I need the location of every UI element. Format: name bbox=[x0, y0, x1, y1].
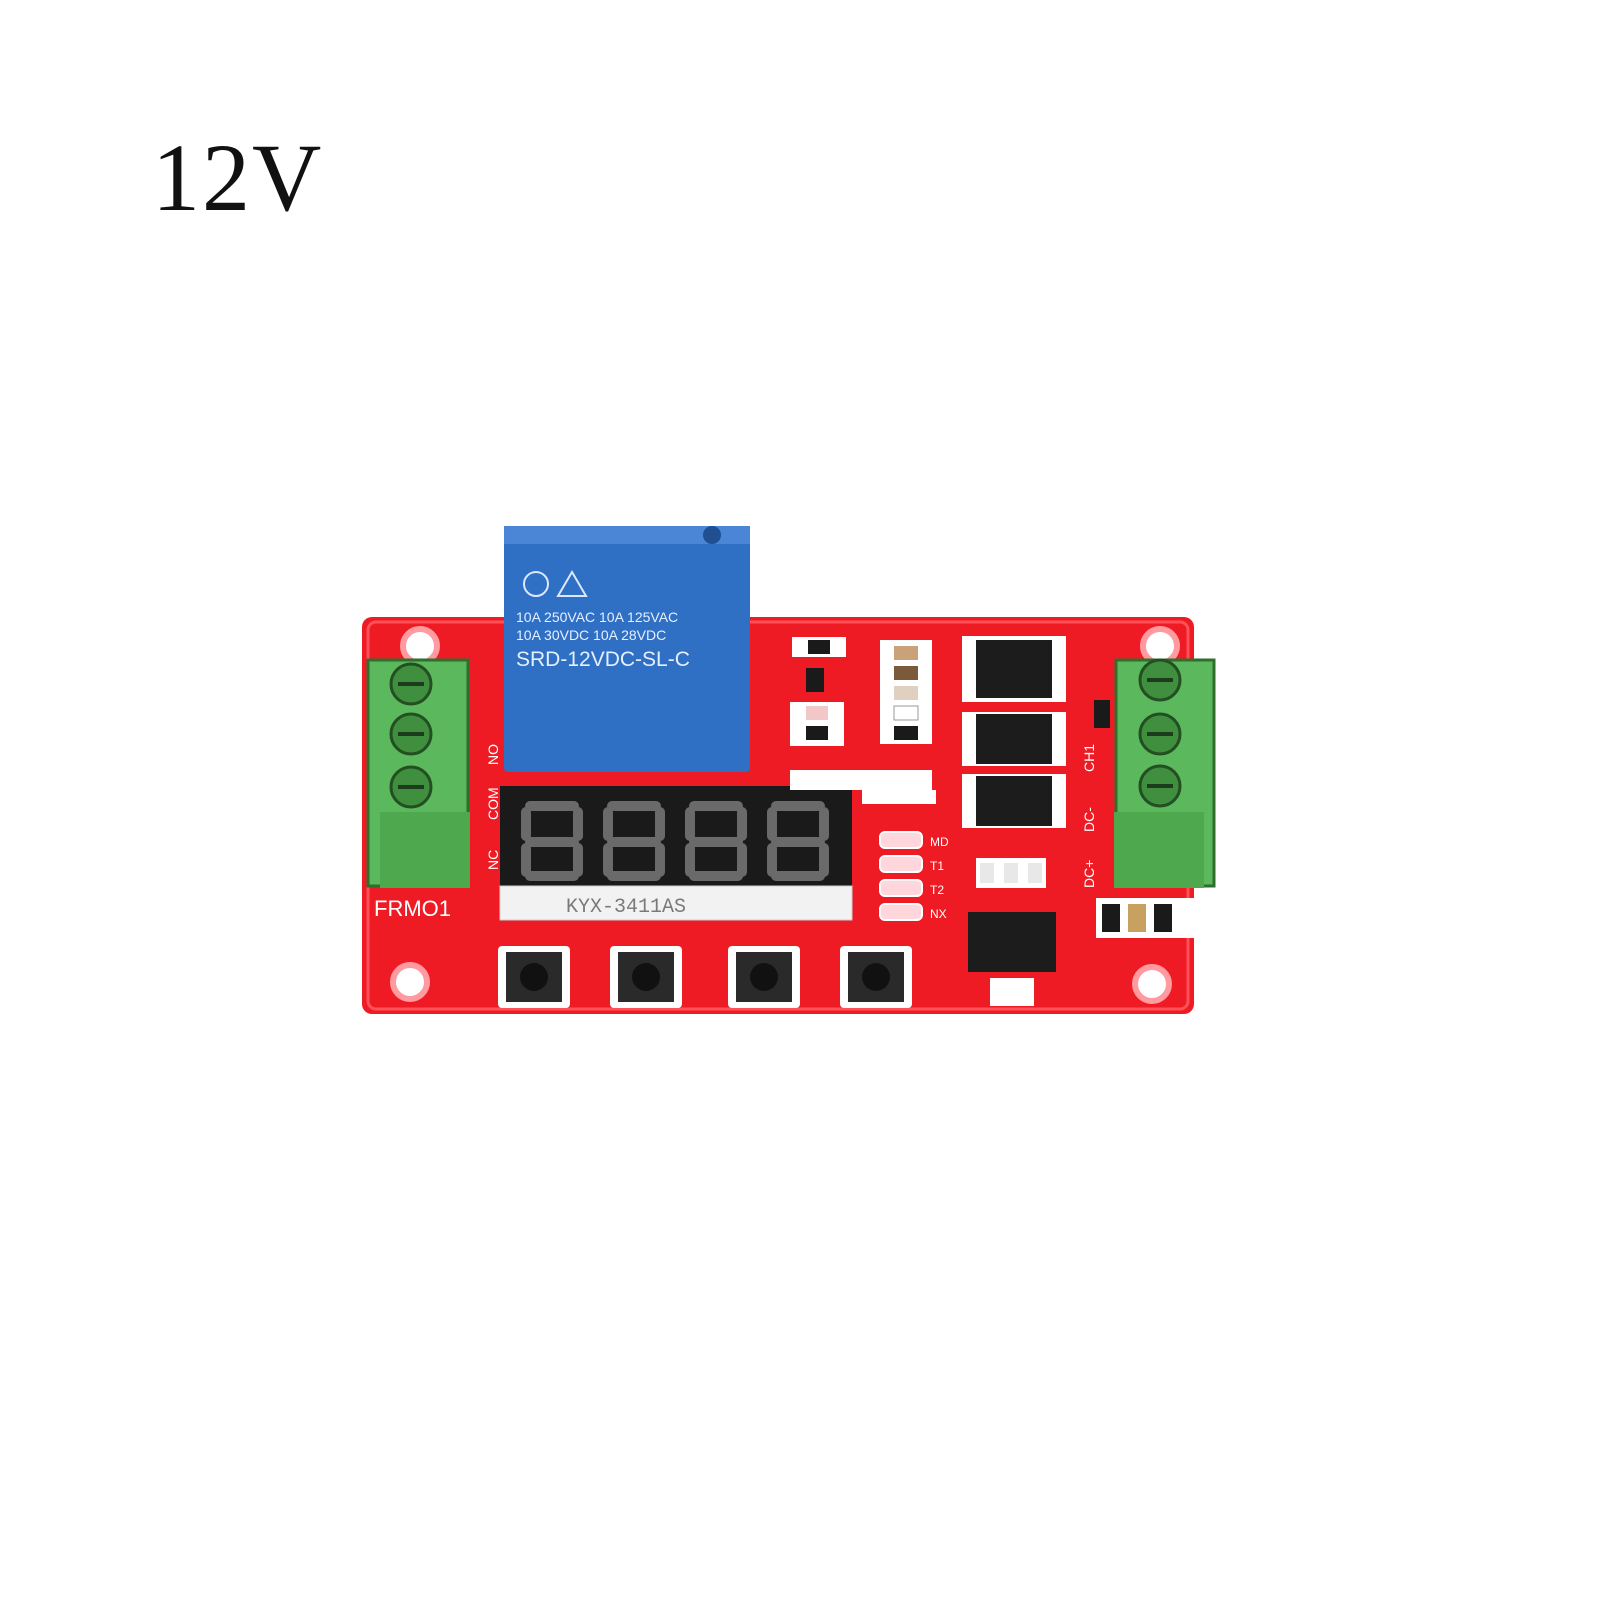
display-digits bbox=[521, 801, 829, 881]
voltage-title: 12V bbox=[152, 124, 324, 231]
ic-chips bbox=[962, 636, 1066, 828]
smd-components bbox=[790, 637, 936, 804]
terminal-label-dc-plus: DC+ bbox=[1081, 860, 1097, 888]
mounting-holes bbox=[390, 626, 1180, 1004]
relay-model: SRD-12VDC-SL-C bbox=[516, 648, 690, 671]
terminal-label-nc: NC bbox=[485, 850, 501, 870]
status-leds bbox=[879, 831, 923, 921]
seven-segment-display bbox=[499, 786, 853, 921]
display-part-number: KYX-3411AS bbox=[566, 896, 686, 919]
terminal-label-ch1: CH1 bbox=[1081, 744, 1097, 772]
led-label-md: MD bbox=[930, 835, 949, 849]
relay-rating-line-1: 10A 250VAC 10A 125VAC bbox=[516, 609, 678, 625]
relay-component bbox=[504, 526, 750, 772]
voltage-regulator bbox=[968, 858, 1196, 1006]
push-buttons bbox=[498, 946, 912, 1008]
relay-terminal-block bbox=[366, 658, 470, 888]
model-label: FRMO1 bbox=[374, 896, 451, 921]
led-label-t1: T1 bbox=[930, 859, 944, 873]
power-terminal-block bbox=[1094, 658, 1216, 888]
terminal-label-no: NO bbox=[485, 744, 501, 765]
relay-rating-line-2: 10A 30VDC 10A 28VDC bbox=[516, 627, 666, 643]
led-label-t2: T2 bbox=[930, 883, 944, 897]
led-label-nx: NX bbox=[930, 907, 947, 921]
terminal-label-dc-minus: DC- bbox=[1081, 807, 1097, 832]
terminal-label-com: COM bbox=[485, 787, 501, 820]
